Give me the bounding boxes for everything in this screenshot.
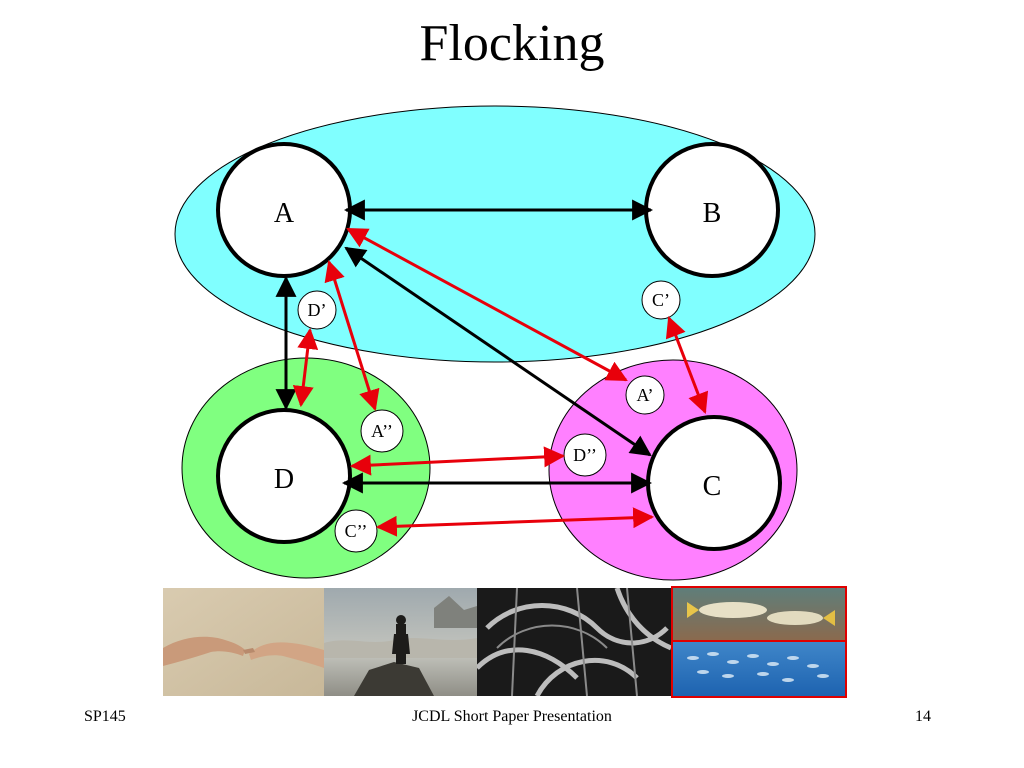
- fish-images-highlighted: [671, 586, 847, 698]
- creation-of-adam-image: [163, 588, 324, 696]
- red-arrow-d-ddouble: [349, 446, 566, 476]
- replica-a-double-label: A’’: [371, 421, 393, 441]
- footer-page-number: 14: [915, 708, 931, 725]
- node-a-label: A: [274, 198, 295, 229]
- replica-a-prime-label: A’: [637, 385, 654, 405]
- replica-c-double-label: C’’: [345, 521, 368, 541]
- red-arrow-dprime-d: [292, 327, 319, 408]
- slide-title: Flocking: [419, 15, 605, 72]
- wanderer-above-sea-of-fog-image: [324, 588, 477, 696]
- replica-d-prime-label: D’: [308, 300, 327, 320]
- node-b-label: B: [703, 198, 722, 229]
- spiral-ramps-image: [477, 588, 671, 696]
- footer-presentation-title: JCDL Short Paper Presentation: [412, 708, 612, 725]
- red-arrow-a-aprime: [346, 227, 628, 382]
- replica-d-double-label: D’’: [573, 445, 597, 465]
- replica-c-prime-label: C’: [652, 290, 670, 310]
- red-arrow-cdouble-c: [375, 507, 655, 537]
- red-arrow-cprime-c: [665, 316, 709, 414]
- flocking-diagram: A B D C D’ C’ A’ A’’ D’’ C’’: [174, 105, 816, 581]
- node-c-label: C: [703, 471, 722, 502]
- footer-slide-id: SP145: [84, 708, 126, 725]
- node-d-label: D: [274, 464, 294, 495]
